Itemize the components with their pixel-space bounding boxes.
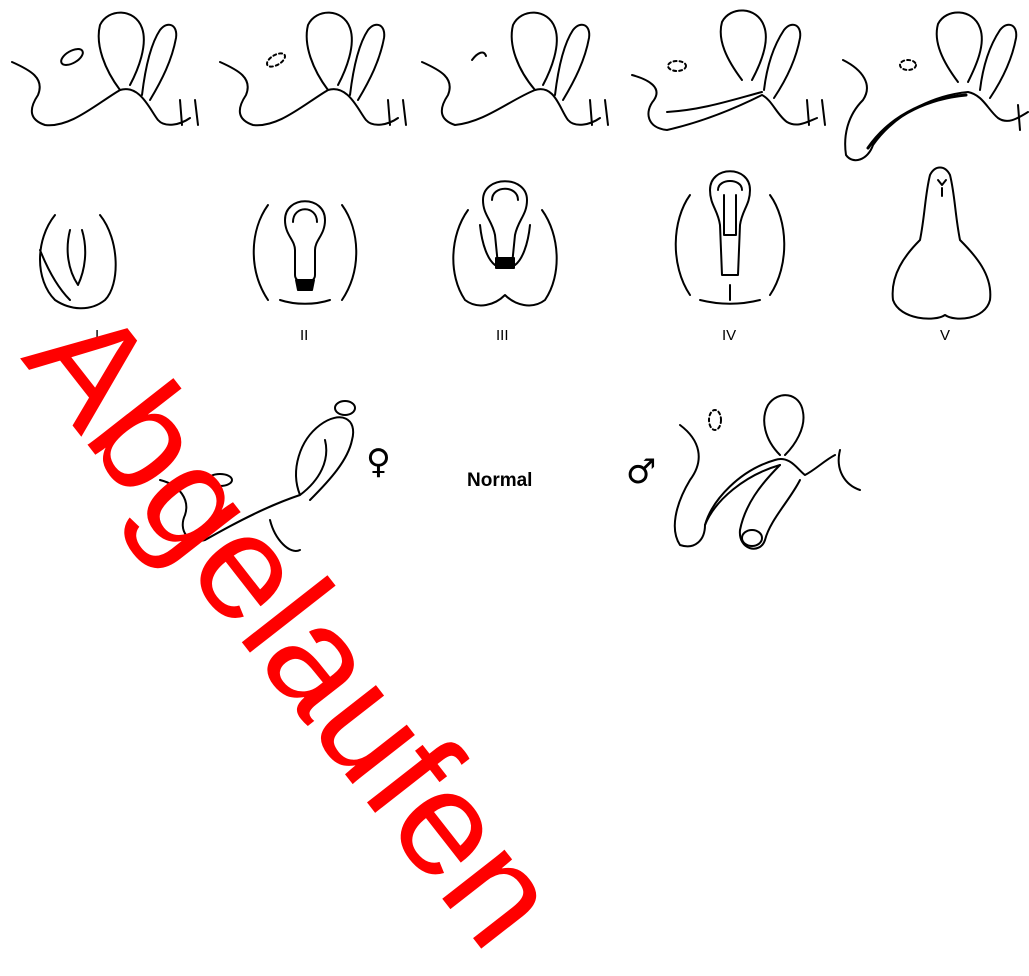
normal-male-section [675, 395, 860, 549]
sagittal-section-stage-3 [422, 13, 608, 125]
stage-label-5: V [940, 327, 950, 344]
normal-female-section [160, 401, 355, 551]
external-stage-5 [893, 168, 991, 319]
external-stage-2 [254, 201, 357, 304]
external-stage-3 [453, 181, 556, 305]
stage-label-1: I [95, 327, 99, 344]
external-stage-1 [40, 215, 116, 308]
stage-label-3: III [496, 327, 509, 344]
sagittal-section-stage-2 [220, 13, 406, 126]
stage-label-4: IV [722, 327, 736, 344]
female-symbol: ♀ [366, 445, 391, 479]
sagittal-section-stage-1 [12, 13, 198, 126]
external-stage-4 [676, 171, 785, 304]
male-symbol: ♂ [626, 455, 656, 489]
sagittal-section-stage-4 [632, 10, 825, 130]
sagittal-section-stage-5 [843, 12, 1028, 160]
normal-label: Normal [467, 470, 532, 492]
stage-label-2: II [300, 327, 308, 344]
